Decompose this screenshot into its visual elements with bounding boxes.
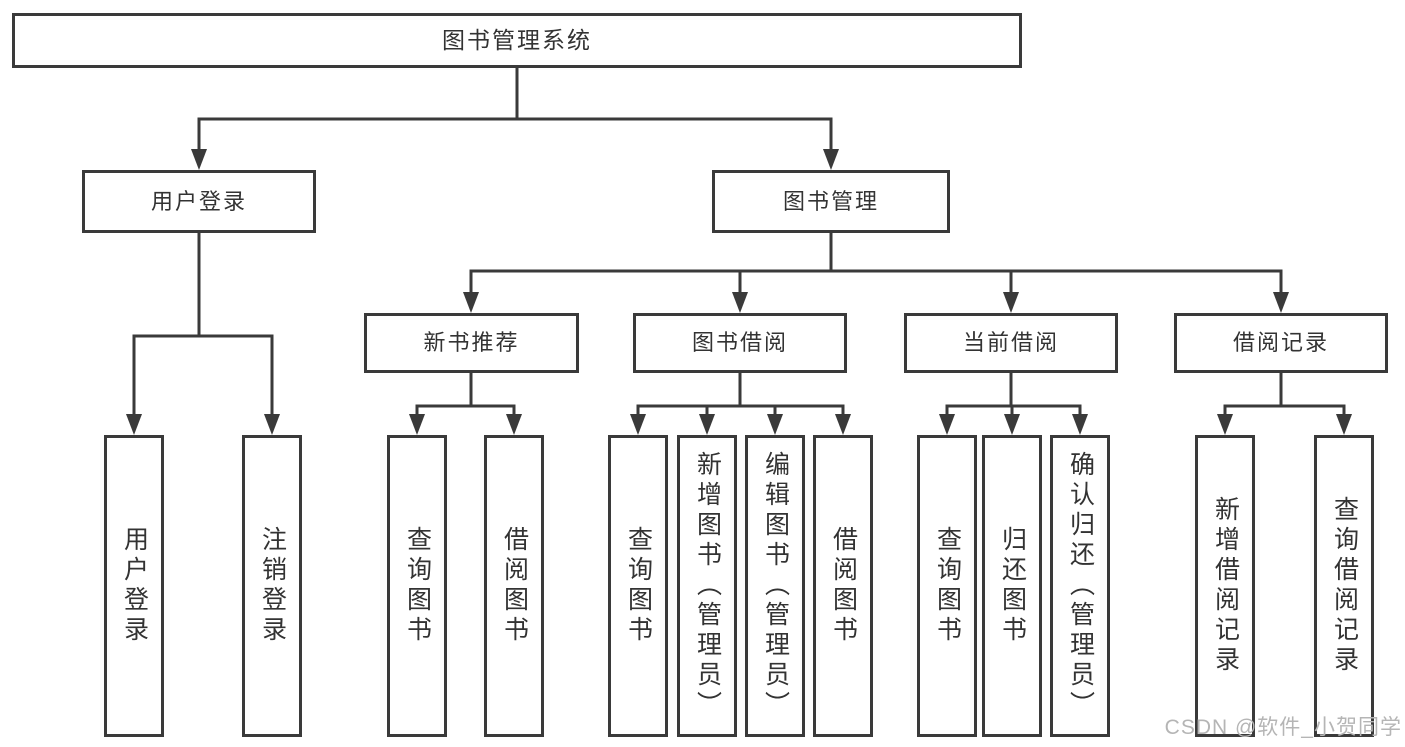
arrowheads bbox=[126, 149, 1352, 435]
leaf-query-books-borrow: 查询图书 bbox=[608, 435, 668, 737]
node-user-login: 用户登录 bbox=[82, 170, 316, 233]
leaf-add-book-admin: 新增图书（管理员） bbox=[677, 435, 737, 737]
leaf-query-books-current: 查询图书 bbox=[917, 435, 977, 737]
leaf-query-books-recommend: 查询图书 bbox=[387, 435, 447, 737]
leaf-edit-book-admin: 编辑图书（管理员） bbox=[745, 435, 805, 737]
leaf-user-login: 用户登录 bbox=[104, 435, 164, 737]
node-borrow-records: 借阅记录 bbox=[1174, 313, 1388, 373]
leaf-borrow-books-borrow: 借阅图书 bbox=[813, 435, 873, 737]
leaf-borrow-books-recommend: 借阅图书 bbox=[484, 435, 544, 737]
node-book-mgmt: 图书管理 bbox=[712, 170, 950, 233]
leaf-confirm-return-admin: 确认归还（管理员） bbox=[1050, 435, 1110, 737]
watermark-text: CSDN @软件_小贺同学 bbox=[1164, 716, 1402, 739]
node-root: 图书管理系统 bbox=[12, 13, 1022, 68]
leaf-query-borrow-record: 查询借阅记录 bbox=[1314, 435, 1374, 737]
node-new-book-recommend: 新书推荐 bbox=[364, 313, 579, 373]
leaf-logout: 注销登录 bbox=[242, 435, 302, 737]
leaf-add-borrow-record: 新增借阅记录 bbox=[1195, 435, 1255, 737]
node-book-borrow: 图书借阅 bbox=[633, 313, 847, 373]
node-current-borrow: 当前借阅 bbox=[904, 313, 1118, 373]
leaf-return-book: 归还图书 bbox=[982, 435, 1042, 737]
